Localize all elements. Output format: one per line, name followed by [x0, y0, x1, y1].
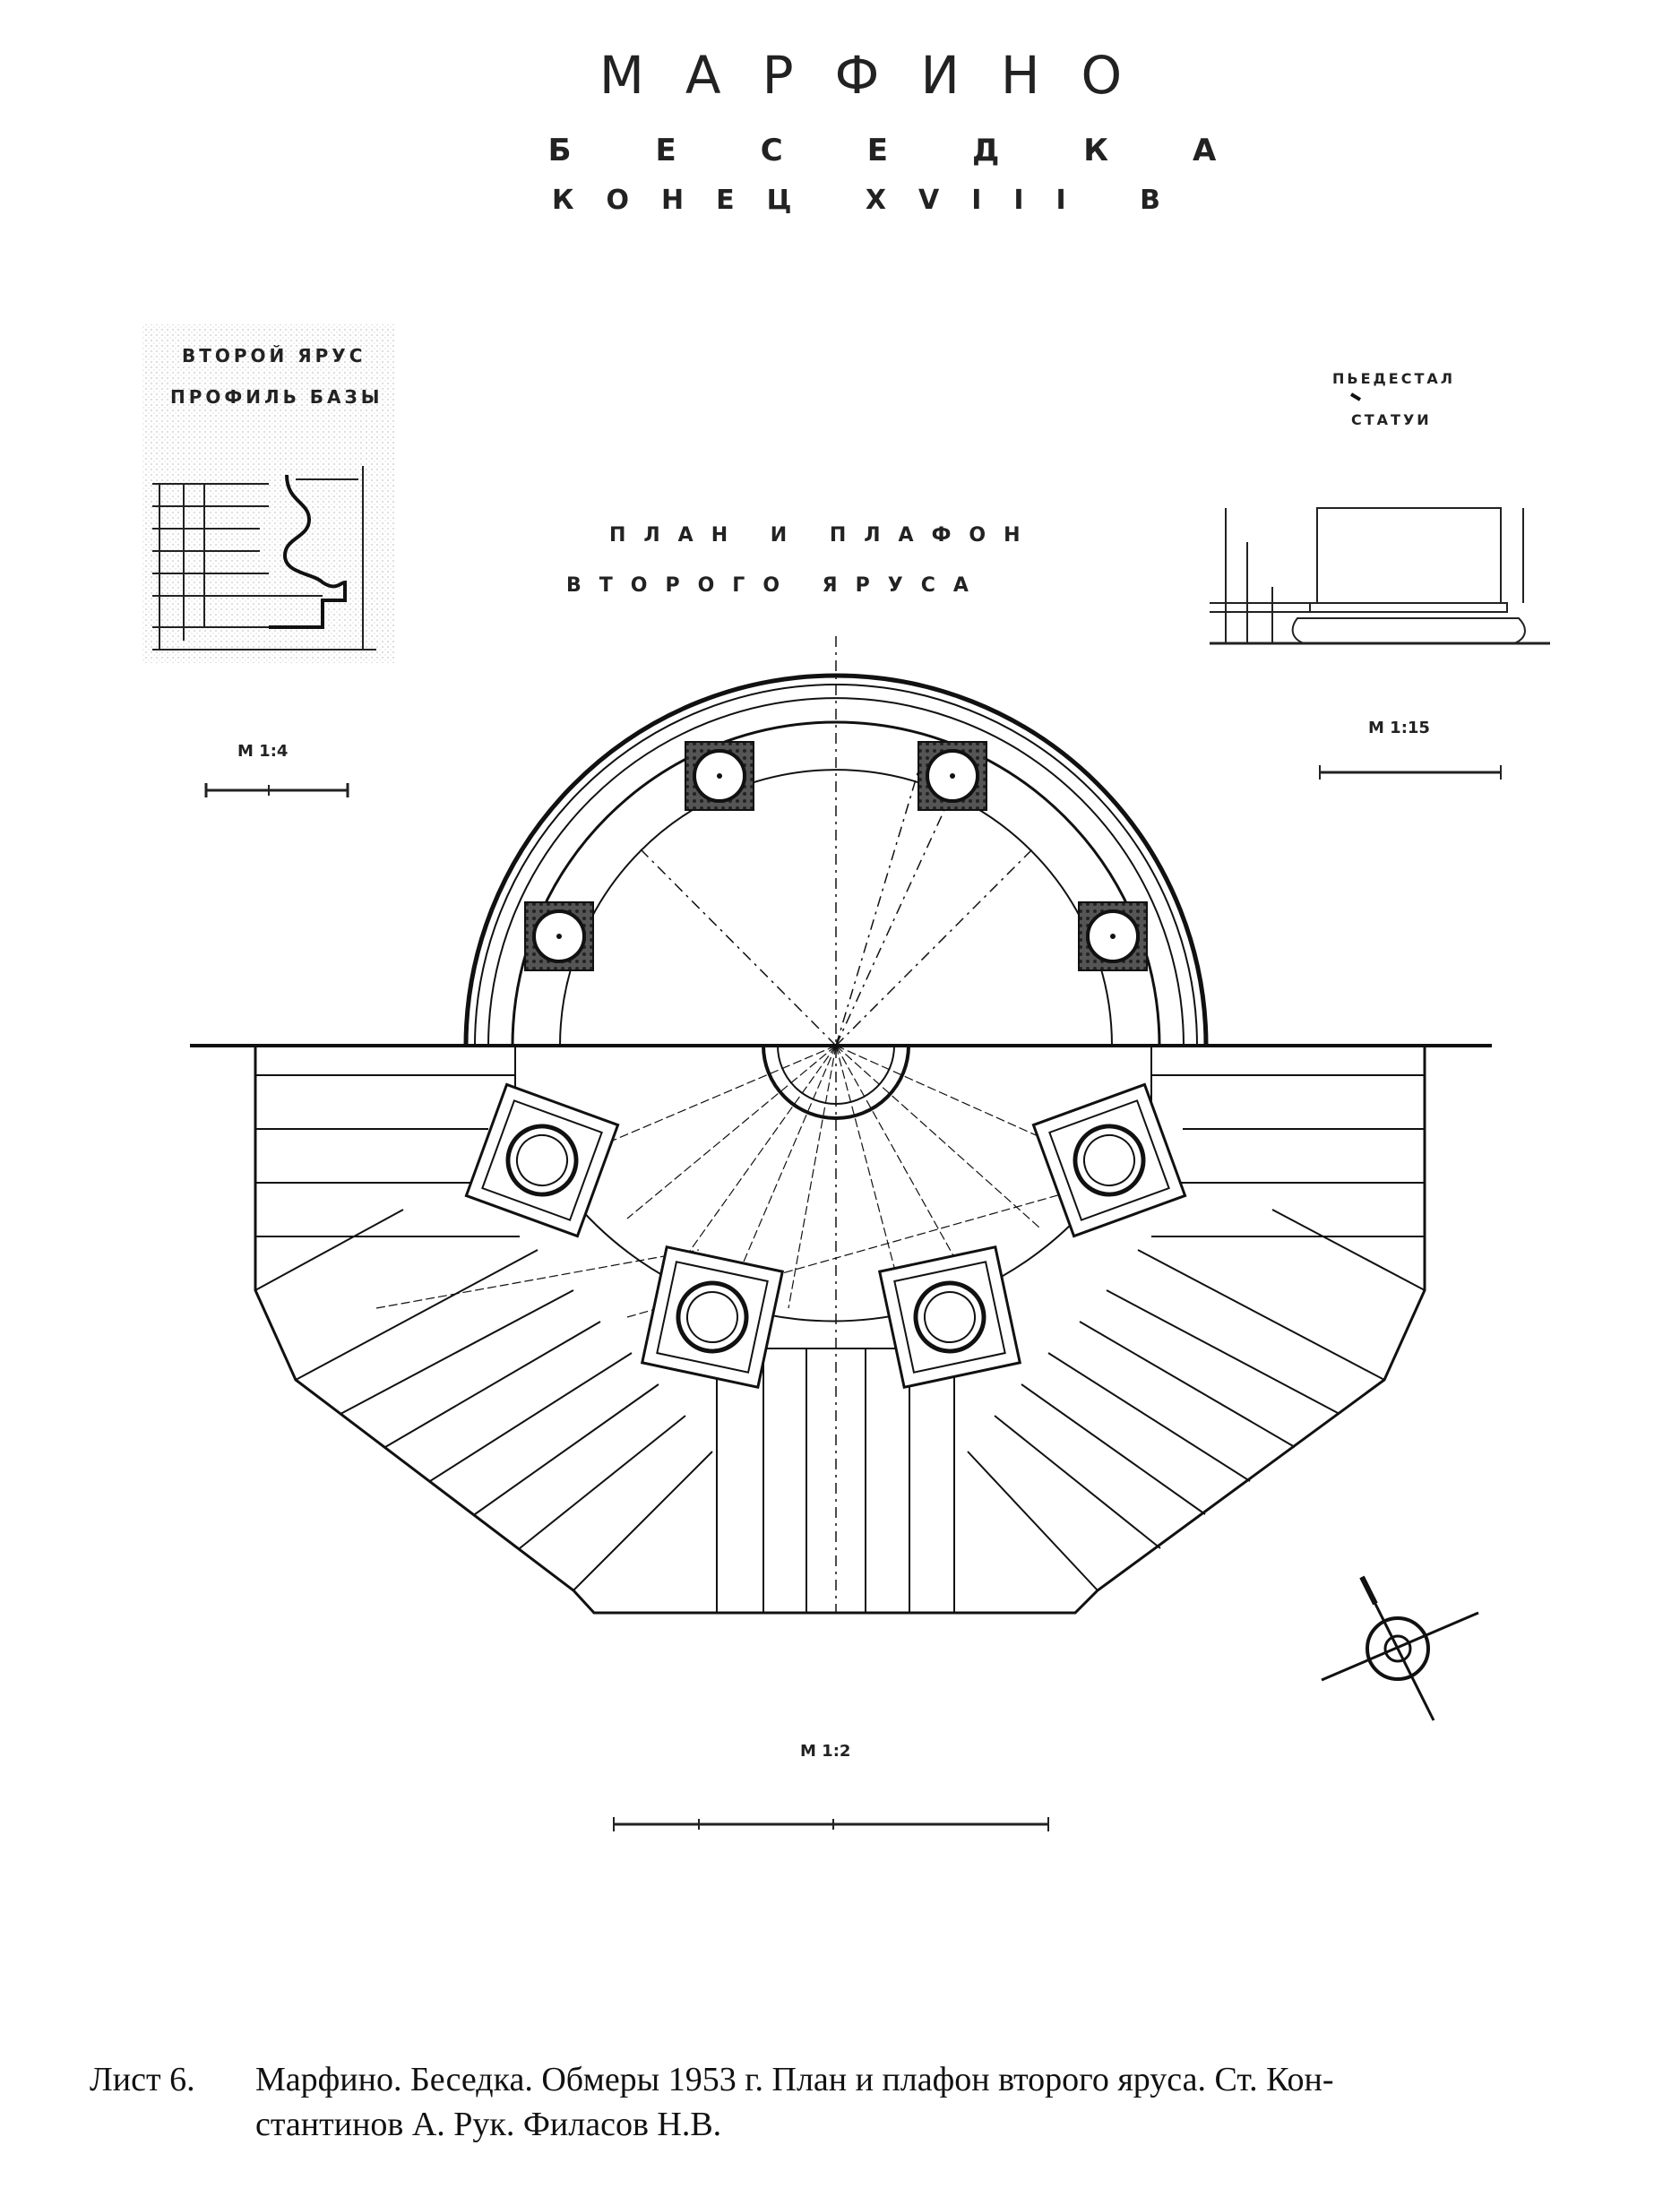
plan-axes: [637, 636, 1036, 1613]
caption-plate-number: Лист 6.: [90, 2061, 195, 2098]
profile-scale-bar: [204, 783, 349, 797]
base-profile-curve: [269, 474, 347, 629]
platform-outline: [254, 1046, 1426, 1615]
central-niche-outer: [762, 1045, 910, 1120]
profile-dimension-lines: [152, 466, 376, 650]
rotunda-column: [918, 741, 987, 811]
sheet-date: КОНЕЦ XVIII В: [551, 185, 1193, 216]
sheet-title: МАРФИНО: [599, 45, 1164, 106]
profile-texture: [142, 324, 394, 663]
plan-title-line1: ПЛАН И ПЛАФОН: [609, 524, 1038, 547]
platform-column: [464, 1082, 620, 1238]
caption-line2: стантинов А. Рук. Филасов Н.В.: [255, 2106, 722, 2143]
rotunda-column: [1078, 901, 1148, 971]
pedestal-title-line1: ПЬЕДЕСТАЛ: [1332, 370, 1455, 387]
platform-column: [1031, 1082, 1187, 1238]
plan-scale-label: М 1:2: [800, 1742, 850, 1761]
figure-caption: Лист 6. Марфино. Беседка. Обмеры 1953 г. …: [90, 2057, 1613, 2147]
platform-column: [640, 1245, 785, 1390]
plan-title-line2: ВТОРОГО ЯРУСА: [566, 574, 986, 597]
platform-column: [877, 1245, 1022, 1390]
sheet-subtitle: БЕСЕДКА: [547, 133, 1301, 168]
pedestal-scale-bar: [1319, 765, 1502, 780]
pedestal-plinth-top: [1309, 602, 1508, 613]
caption-line1: Марфино. Беседка. Обмеры 1953 г. План и …: [255, 2061, 1334, 2098]
pedestal-scale-label: М 1:15: [1368, 719, 1430, 737]
pedestal-title-line2: СТАТУИ: [1351, 411, 1432, 428]
compass-rose-icon: [1321, 1575, 1479, 1721]
base-profile-detail: ВТОРОЙ ЯРУС ПРОФИЛЬ БАЗЫ М 1:4: [142, 324, 394, 797]
pedestal-detail: ПЬЕДЕСТАЛ СТАТУИ М 1:15: [1210, 370, 1550, 780]
profile-scale-label: М 1:4: [237, 742, 288, 761]
rotunda-outer-arc: [463, 673, 1209, 1047]
left-stair-treads: [254, 1074, 713, 1591]
rotunda-column: [524, 901, 594, 971]
right-stair-treads: [967, 1074, 1426, 1591]
platform-columns: [464, 1082, 1187, 1390]
profile-title-line1: ВТОРОЙ ЯРУС: [182, 345, 366, 366]
central-niche-inner: [777, 1045, 895, 1105]
pedestal-die: [1316, 507, 1502, 604]
pedestal-base-moulding: [1291, 617, 1526, 644]
plan-scale-bar: [613, 1817, 1049, 1831]
rotunda-column: [685, 741, 754, 811]
rotunda-columns: [524, 741, 1148, 971]
profile-title-line2: ПРОФИЛЬ БАЗЫ: [170, 386, 383, 408]
main-plan: [190, 636, 1492, 1615]
